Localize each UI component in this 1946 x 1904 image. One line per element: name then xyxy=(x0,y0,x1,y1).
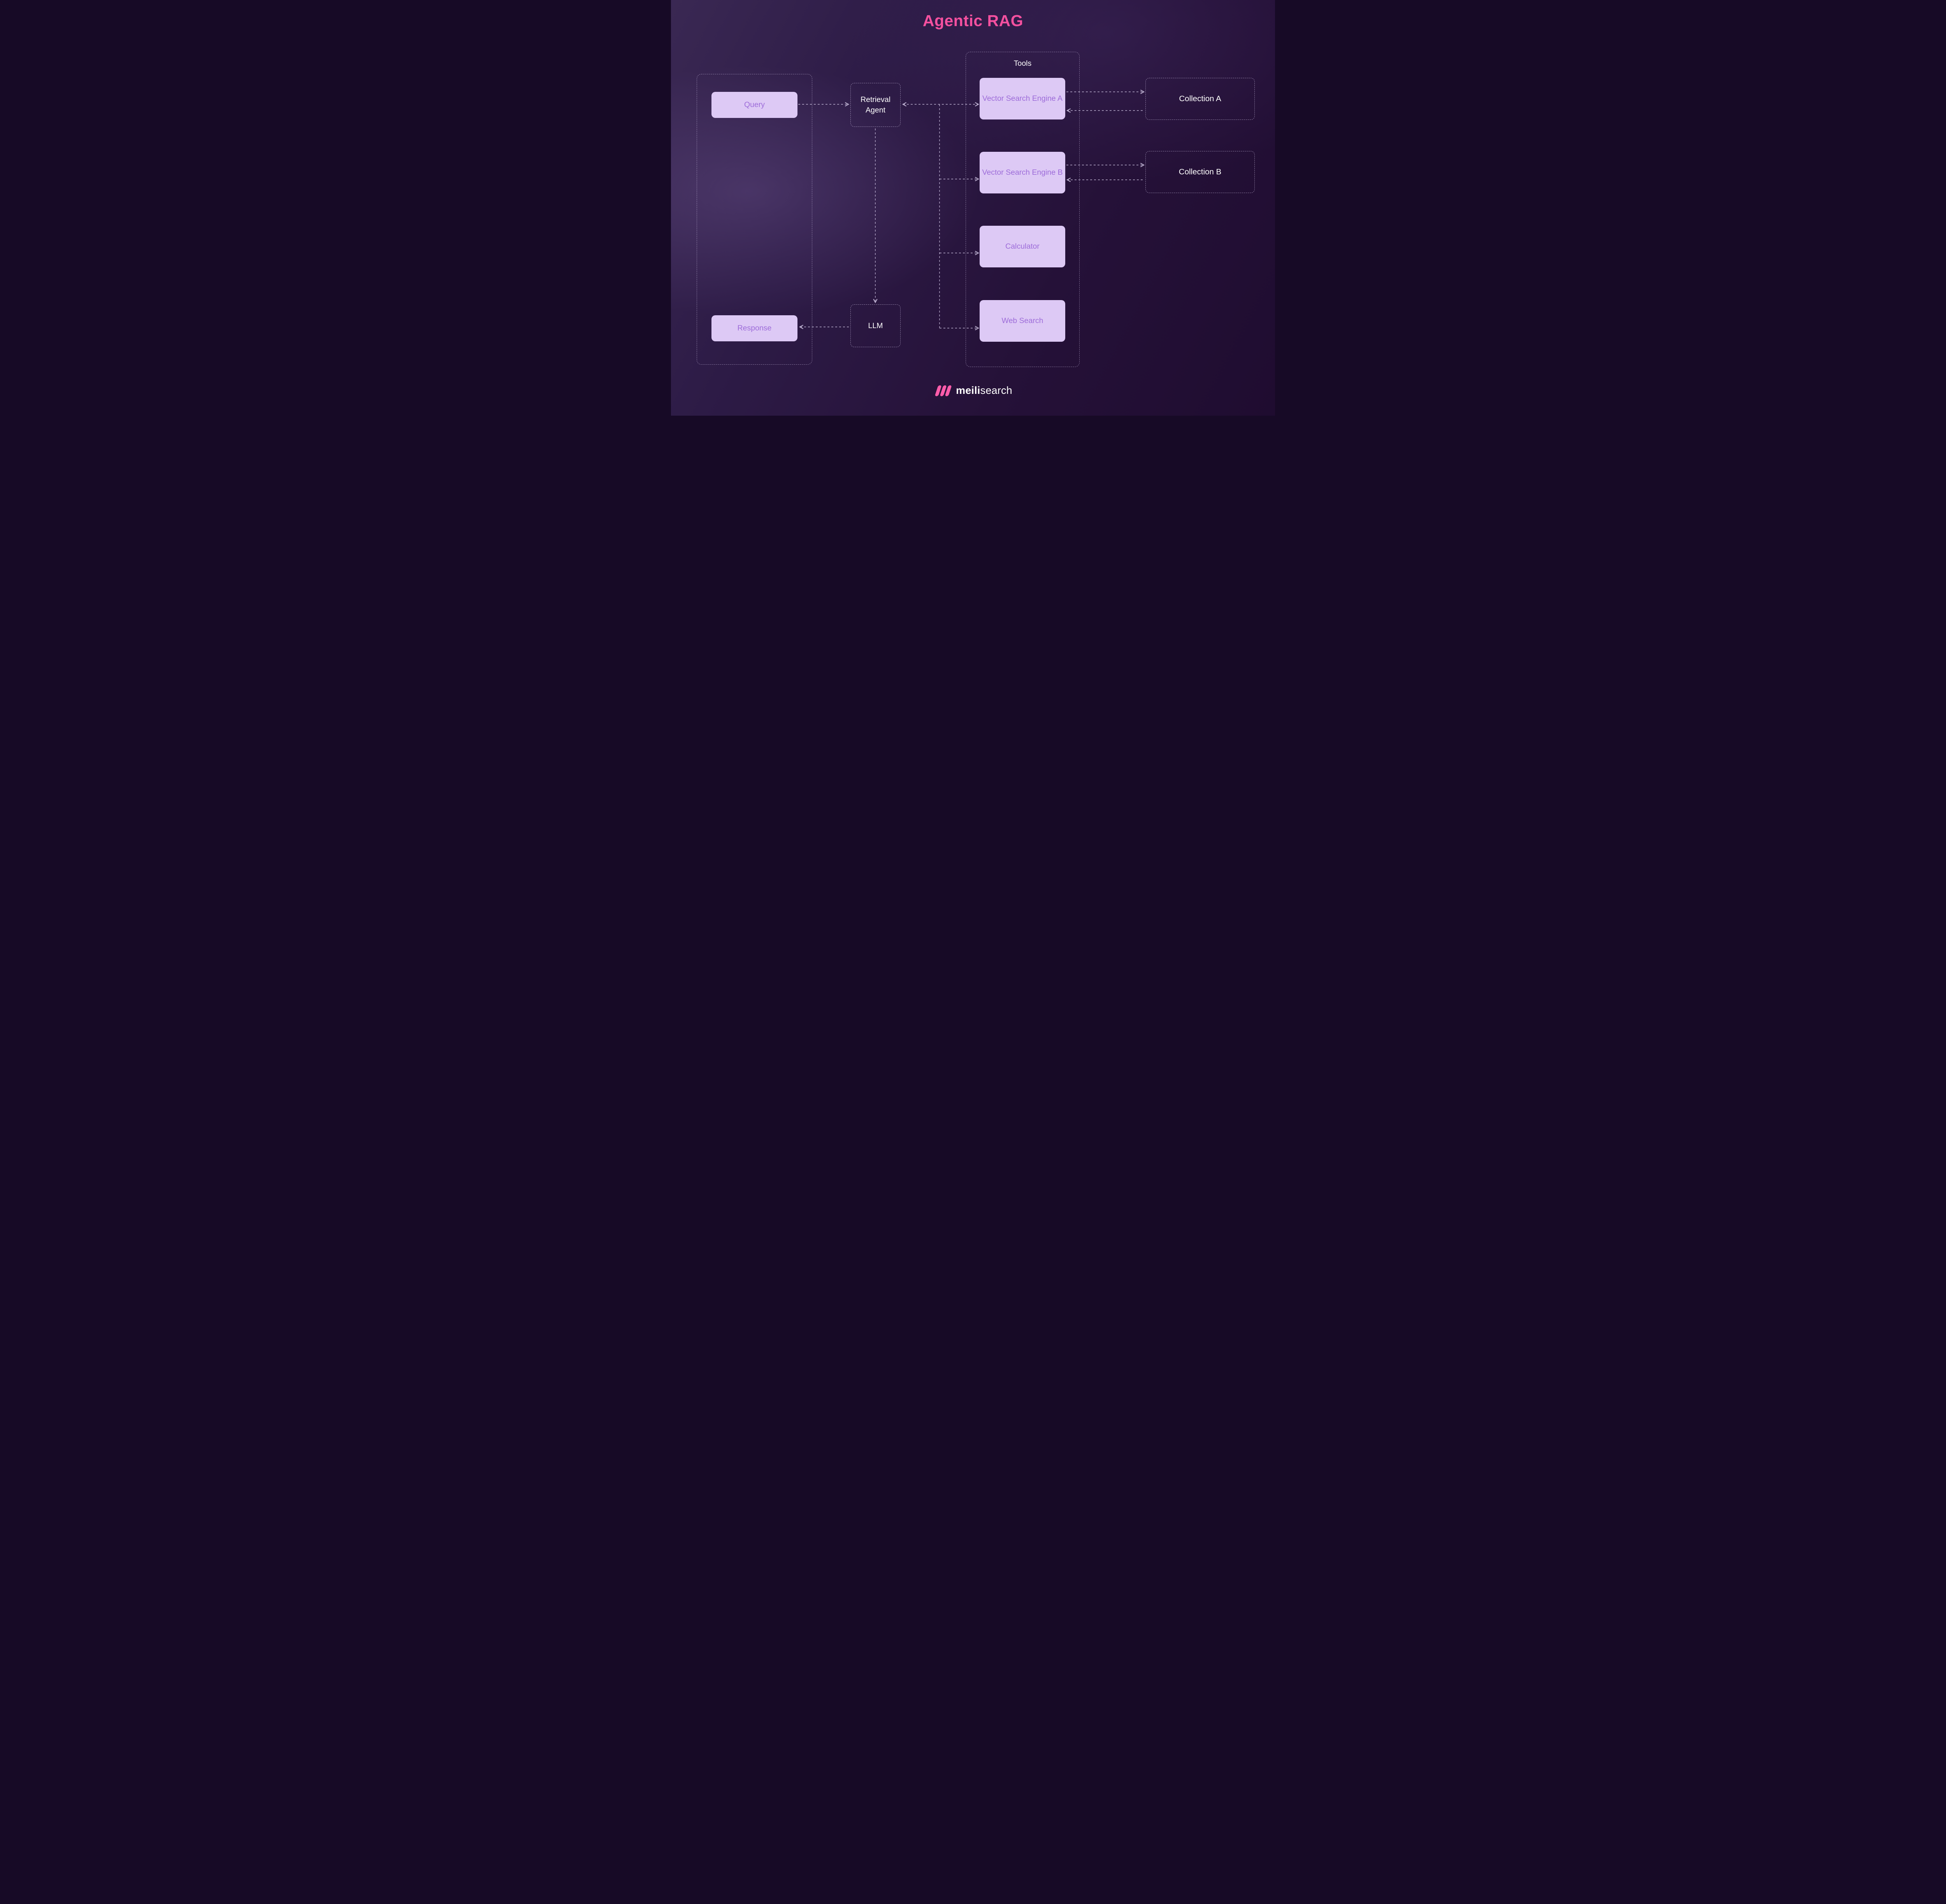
tools-group: Tools xyxy=(966,52,1080,367)
meilisearch-logo-text: meilisearch xyxy=(956,385,1012,397)
page-title: Agentic RAG xyxy=(922,12,1024,30)
node-query: Query xyxy=(711,92,797,118)
node-vector-search-engine-a: Vector Search Engine A xyxy=(980,78,1065,119)
logo-text-bold: meili xyxy=(956,385,980,396)
meilisearch-logo-icon xyxy=(935,385,952,396)
node-vector-search-engine-b: Vector Search Engine B xyxy=(980,152,1065,193)
tools-group-label: Tools xyxy=(1013,59,1032,68)
node-retrieval-agent: Retrieval Agent xyxy=(850,83,901,127)
logo-text-regular: search xyxy=(980,385,1012,396)
meilisearch-logo: meilisearch xyxy=(671,385,1275,397)
query-response-group xyxy=(697,74,812,365)
node-calculator: Calculator xyxy=(980,226,1065,267)
node-collection-a: Collection A xyxy=(1145,78,1255,120)
node-collection-b: Collection B xyxy=(1145,151,1255,193)
node-response: Response xyxy=(711,315,797,341)
diagram-canvas: Agentic RAG Tools Query Response xyxy=(671,0,1275,416)
node-llm: LLM xyxy=(850,304,901,347)
node-web-search: Web Search xyxy=(980,300,1065,342)
